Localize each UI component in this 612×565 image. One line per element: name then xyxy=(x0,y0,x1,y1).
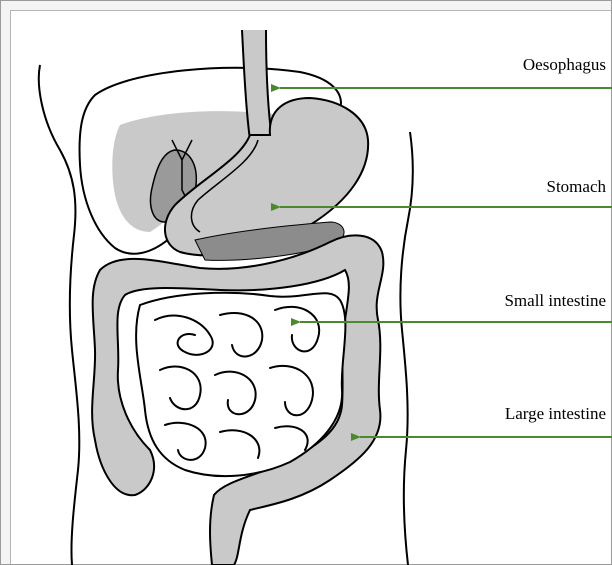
label-large-intestine: Large intestine xyxy=(505,405,606,422)
label-oesophagus: Oesophagus xyxy=(523,56,606,73)
label-small-intestine: Small intestine xyxy=(504,292,606,309)
body-outline-left xyxy=(39,65,80,565)
label-stomach: Stomach xyxy=(547,178,607,195)
body-outline-right xyxy=(400,132,412,565)
